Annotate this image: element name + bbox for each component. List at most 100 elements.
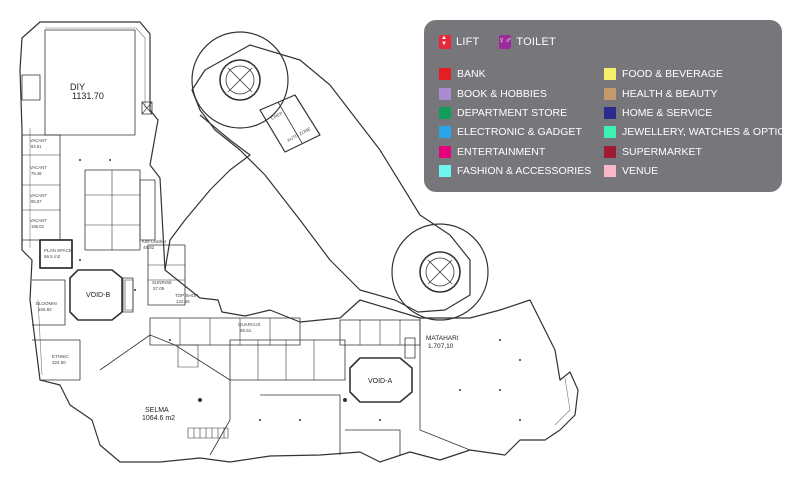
swatch-supermarket [604,146,616,158]
outer-wall [19,21,579,463]
swatch-food-beverage [604,68,616,80]
legend-item-entertainment: ENTERTAINMENT [439,146,545,158]
legend-lift-label: LIFT [456,36,480,48]
unit-selma-area: 1064.6 m2 [142,415,175,422]
ethnic-block [32,339,81,381]
unit-plan-space-area: 66.5 m2 [44,254,61,259]
unit-plan-space-name: PLAN SPACE [44,248,72,253]
legend-label: JEWELLERY, WATCHES & OPTICS [622,126,792,138]
unit-quarcus-area: 85.61 [240,328,252,333]
legend-label: FASHION & ACCESSORIES [457,165,592,177]
unit-bloomin-name: BLOOMIN [36,301,57,306]
atrium-bottom-inner [419,251,461,293]
atrium-top-core [225,65,255,95]
unit-matahari-name: MATAHARI [426,335,459,342]
legend-item-supermarket: SUPERMARKET [604,146,702,158]
central-shops [149,317,301,346]
legend-label: SUPERMARKET [622,146,702,158]
unit-matahari-area: 1.707,10 [428,343,454,350]
unit-vacant-1-area: 84.51 [31,144,42,149]
unit-top-shop-name: TOP SHOP [175,293,198,298]
legend-label: ELECTRONIC & GADGET [457,126,582,138]
toilet-icon [498,35,512,49]
atrium-top-inner [219,59,261,101]
legend-label: BOOK & HOBBIES [457,88,547,100]
swatch-bank [439,68,451,80]
unit-diy-name: DIY [70,82,85,92]
unit-vacant-3-name: VACANT [30,193,47,198]
mid-shops [84,169,141,251]
unit-kite-name: Kite Leather [142,239,167,244]
void-a-outline [349,357,413,403]
selma-area [99,334,231,456]
legend-item-bank: BANK [439,68,486,80]
matahari-area [419,318,471,451]
legend-toilet-label: TOILET [516,36,556,48]
unit-selma-name: SELMA [145,407,169,414]
void-b-outline [69,269,123,321]
column-markers [79,159,521,421]
legend-item-health-beauty: HEALTH & BEAUTY [604,88,718,100]
inner-wall [29,27,571,426]
swatch-book-hobbies [439,88,451,100]
east-shops [147,244,186,306]
bloomin-block [32,279,66,326]
unit-ethnic-name: ETHNIC [52,354,70,359]
unit-sunrise-name: SUNRISE [152,280,172,285]
unit-void-b: VOID-B [86,292,110,299]
legend-label: HEALTH & BEAUTY [622,88,718,100]
legend-item-venue: VENUE [604,165,658,177]
unit-vacant-2-area: 78.48 [31,171,42,176]
legend-label: VENUE [622,165,659,177]
swatch-department-store [439,107,451,119]
swatch-jewellery [604,126,616,138]
swatch-electronic-gadget [439,126,451,138]
legend-label: BANK [457,68,486,80]
unit-vacant-2-name: VACANT [30,165,47,170]
legend-label: FOOD & BEVERAGE [622,68,723,80]
swatch-health-beauty [604,88,616,100]
swatch-fashion-accessories [439,165,451,177]
unit-bloomin-area: 155.92 [38,307,52,312]
unit-ethnic-area: 324.00 [52,360,66,365]
legend-label: HOME & SERVICE [622,107,713,119]
tower-wing [191,44,471,313]
unit-quarcus-name: QUARCUS [238,322,261,327]
swatch-entertainment [439,146,451,158]
unit-sunrise-area: 37.05 [153,286,165,291]
unit-vacant-1-name: VACANT [30,138,47,143]
stairs [124,279,229,439]
unit-kite-area: 49.82 [143,245,155,250]
unit-void-a: VOID-A [368,378,392,385]
legend-item-electronic-gadget: ELECTRONIC & GADGET [439,126,582,138]
stair-column [139,179,156,241]
center-block [229,339,346,381]
legend-item-fashion-accessories: FASHION & ACCESSORIES [439,165,591,177]
atrium-top [191,31,289,129]
unit-diy-area: 1131.70 [72,91,104,101]
unit-vacant-3-area: 85.57 [31,199,42,204]
atrium-bottom [391,223,489,321]
legend-label: DEPARTMENT STORE [457,107,568,119]
unit-crep: CREP [270,111,283,121]
diy-block [44,29,136,136]
unit-vacant-4-area: 185.03 [31,224,44,229]
legend-panel: LIFT TOILET BANK BOOK & HOBBIES DEPARTME… [424,20,792,192]
legend-item-department-store: DEPARTMENT STORE [439,107,567,119]
crep-block [259,94,321,153]
legend-item-book-hobbies: BOOK & HOBBIES [439,88,547,100]
swatch-venue [604,165,616,177]
legend-facilities: LIFT TOILET [439,35,576,49]
atrium-bottom-core [425,257,455,287]
legend-label: ENTERTAINMENT [457,146,546,158]
legend-item-food-beverage: FOOD & BEVERAGE [604,68,723,80]
unit-vacant-4-name: VACANT [30,218,47,223]
lift-icon [439,35,451,49]
south-courts [260,394,401,455]
plan-space-block [39,239,73,269]
legend-item-jewellery: JEWELLERY, WATCHES & OPTICS [604,126,792,138]
swatch-home-service [604,107,616,119]
legend-item-home-service: HOME & SERVICE [604,107,712,119]
gallery-wall [164,114,251,271]
